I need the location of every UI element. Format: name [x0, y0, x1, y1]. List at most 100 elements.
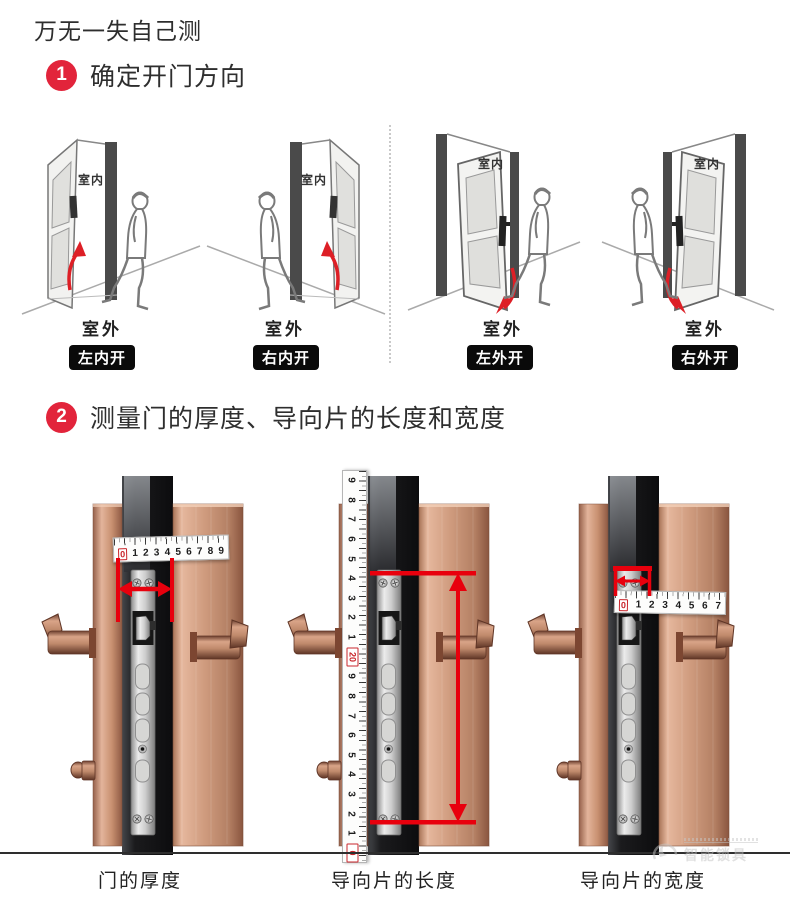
ruler-number: 3	[153, 547, 160, 559]
watermark-url-line	[684, 836, 758, 843]
ruler-number: 6	[701, 600, 708, 612]
door-lock-icon	[498, 215, 510, 247]
person-figure	[503, 187, 552, 307]
ruler-number: 7	[345, 712, 357, 719]
ruler-number: 7	[715, 600, 722, 612]
diagram-right-inward: 室内 室外 右内开	[205, 118, 390, 373]
step1-label: 确定开门方向	[90, 63, 247, 91]
door-lock-icon	[329, 195, 338, 219]
latch-bolt	[618, 611, 642, 645]
ruler-number: 5	[175, 546, 182, 558]
ruler-number: 2	[648, 599, 655, 611]
indoor-label: 室内	[301, 173, 328, 187]
ruler-number: 5	[688, 600, 695, 612]
door-diagram-drawing	[21, 138, 201, 315]
left-handle	[287, 613, 342, 658]
door-diagram-drawing	[601, 133, 775, 314]
step1-header: 1 确定开门方向	[46, 57, 246, 93]
step2-label: 测量门的厚度、导向片的长度和宽度	[90, 405, 507, 433]
ruler-number: 5	[345, 751, 357, 758]
ruler-number: 8	[345, 693, 357, 699]
ruler-number: 4	[345, 575, 357, 581]
ruler-number: 1	[132, 547, 139, 560]
ruler-number: 7	[345, 516, 357, 523]
screws	[132, 578, 154, 824]
ruler-number: 9	[345, 673, 357, 680]
lock-illustration	[41, 476, 249, 855]
door-lock-icon	[672, 215, 684, 247]
person-figure	[257, 191, 306, 311]
ruler-number: 3	[345, 791, 357, 797]
ruler-number: 0	[618, 599, 629, 612]
ruler-number: 0	[117, 548, 128, 561]
faceplate-slots	[135, 663, 150, 783]
caption-door-thickness: 门的厚度	[97, 871, 183, 892]
ruler-number: 2	[345, 810, 357, 817]
latch-bolt	[378, 611, 402, 645]
ruler-number: 6	[345, 732, 357, 738]
direction-badge: 右内开	[253, 345, 320, 370]
indoor-label: 室内	[694, 157, 721, 171]
page-title: 万无一失自己测	[34, 18, 202, 44]
thumbturn	[316, 760, 342, 781]
caption-guideplate-length: 导向片的长度	[330, 871, 458, 892]
ruler-number: 1	[635, 599, 642, 611]
left-handle	[527, 613, 582, 658]
ruler-number: 6	[345, 536, 357, 542]
watermark: 智能锁具	[650, 836, 786, 865]
person-figure	[101, 191, 150, 311]
step2-number-badge: 2	[46, 401, 77, 433]
ruler-number: 1	[345, 634, 357, 640]
step1-number-badge: 1	[46, 59, 77, 91]
door-diagram-drawing	[407, 133, 581, 314]
outdoor-label: 室外	[82, 320, 122, 339]
ruler-number: 6	[186, 546, 192, 558]
ruler-number: 3	[345, 594, 357, 601]
ruler-number: 2	[345, 614, 357, 621]
thumbturn	[70, 760, 96, 781]
ruler-number: 4	[345, 771, 357, 778]
step2-header: 2 测量门的厚度、导向片的长度和宽度	[46, 399, 506, 435]
ruler-number: 9	[218, 545, 225, 557]
outdoor-label: 室外	[483, 320, 523, 339]
diagram-right-outward: 室内 室外 右外开	[600, 118, 785, 373]
ruler-number: 2	[142, 547, 149, 559]
ruler-number: 3	[662, 599, 668, 611]
direction-badge: 右外开	[672, 345, 739, 370]
diagram-left-inward: 室内 室外 左内开	[20, 118, 205, 373]
lock-illustration	[527, 476, 735, 855]
ruler-number: 9	[345, 477, 357, 483]
diagram-left-outward: 室内 室外 左外开	[400, 118, 585, 373]
left-handle	[41, 613, 96, 658]
right-handle	[190, 619, 249, 662]
door-diagram-drawing	[206, 138, 386, 315]
ruler-number: 4	[675, 600, 682, 612]
outdoor-label: 室外	[265, 320, 305, 339]
lock-illustration	[287, 476, 495, 855]
watermark-logo-icon	[652, 843, 678, 860]
ruler-number: 4	[164, 547, 171, 559]
thumbturn	[556, 760, 582, 781]
ruler-number: 20	[346, 647, 359, 667]
ruler-number: 5	[345, 555, 357, 562]
outdoor-label: 室外	[685, 320, 725, 339]
caption-guideplate-width: 导向片的宽度	[579, 871, 707, 892]
direction-badge: 左内开	[69, 345, 136, 370]
right-handle	[436, 619, 495, 662]
faceplate-slots	[381, 663, 396, 783]
ruler-number: 8	[207, 545, 214, 558]
person-figure	[630, 187, 679, 307]
latch-bolt	[132, 611, 156, 645]
watermark-text: 智能锁具	[684, 847, 748, 863]
indoor-label: 室内	[478, 157, 505, 171]
right-handle	[676, 619, 735, 662]
ground-line	[0, 852, 790, 854]
section-divider	[389, 125, 391, 363]
